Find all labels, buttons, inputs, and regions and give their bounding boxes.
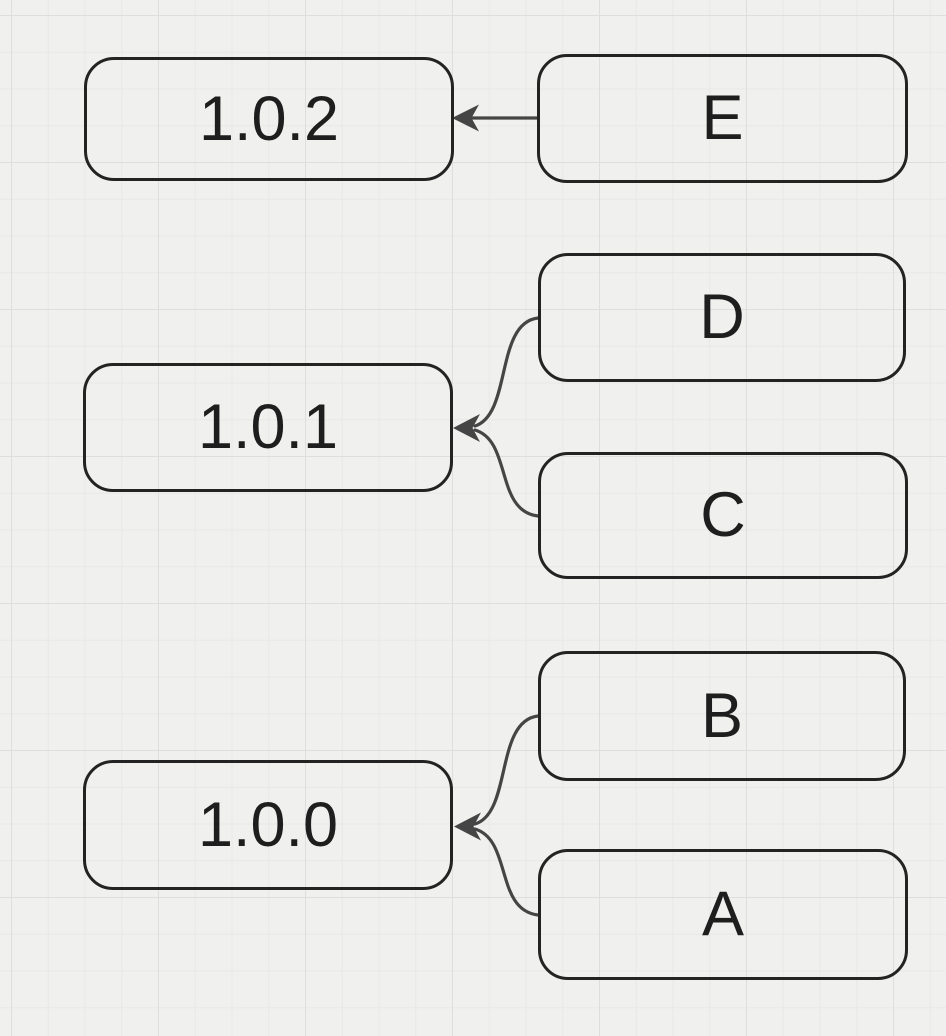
node-label: D [699, 282, 745, 352]
node-label: A [701, 879, 745, 949]
edge-C-to-1.0.1[interactable] [473, 428, 540, 518]
node-label: 1.0.0 [197, 789, 339, 860]
node-change-A[interactable]: A [538, 849, 908, 980]
arrowhead-1.0.0 [454, 812, 481, 841]
edge-D-to-1.0.1[interactable] [473, 316, 540, 428]
arrowhead-1.0.2 [452, 104, 479, 132]
node-label: E [701, 83, 744, 153]
edge-A-to-1.0.0[interactable] [473, 827, 540, 917]
edge-B-to-1.0.0[interactable] [473, 714, 540, 826]
node-change-C[interactable]: C [538, 452, 908, 579]
node-label: 1.0.1 [197, 392, 339, 462]
node-version-1.0.1[interactable]: 1.0.1 [83, 363, 453, 492]
node-change-D[interactable]: D [538, 253, 906, 382]
node-version-1.0.2[interactable]: 1.0.2 [84, 57, 454, 181]
arrowhead-1.0.1 [453, 414, 480, 442]
node-label: 1.0.2 [198, 83, 340, 154]
node-change-E[interactable]: E [537, 54, 908, 183]
node-version-1.0.0[interactable]: 1.0.0 [83, 760, 453, 890]
node-label: C [700, 480, 746, 550]
node-change-B[interactable]: B [538, 651, 906, 781]
node-label: B [700, 680, 744, 751]
